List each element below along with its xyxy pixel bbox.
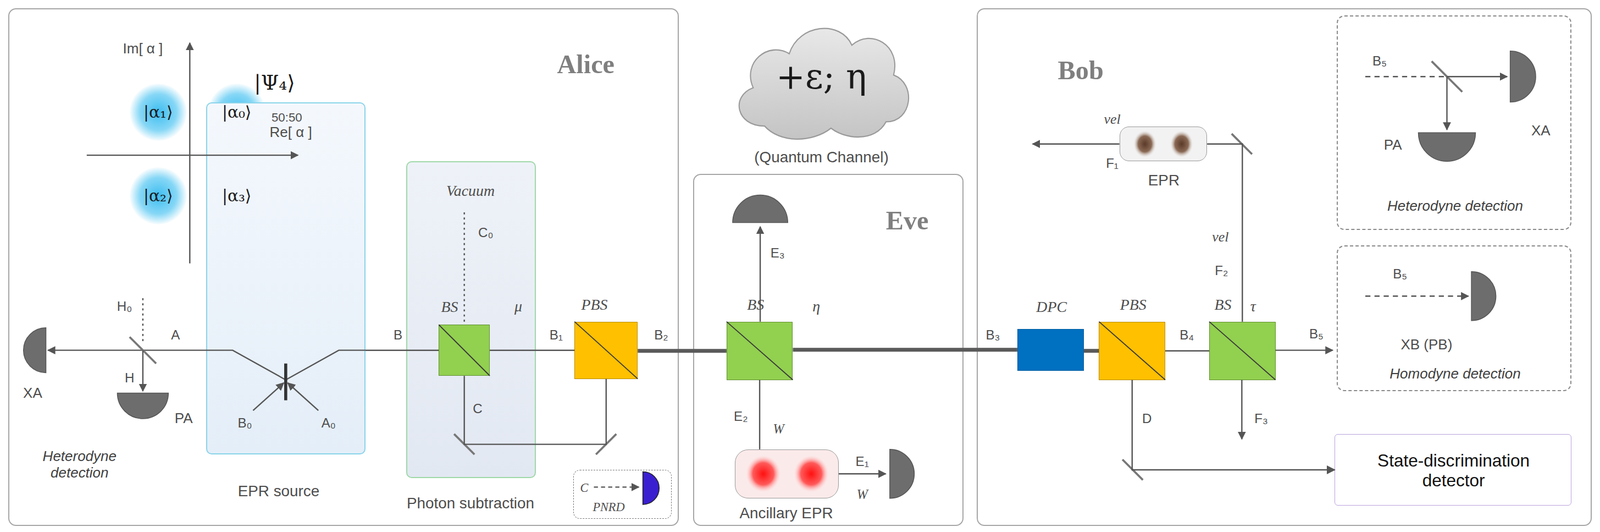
beam-path: [637, 348, 727, 353]
part-label: E₃: [770, 245, 785, 262]
beam-path: [793, 347, 1018, 352]
part-label: η: [812, 297, 821, 315]
node-text: BS: [746, 295, 764, 314]
part-label: H₀: [117, 298, 132, 314]
node-text: BS: [1214, 295, 1232, 314]
node-text: 50:50: [271, 110, 303, 125]
beam-label: B₂: [654, 327, 668, 343]
node-text: Heterodyne detection: [1387, 197, 1524, 215]
beam-label: F₂: [1214, 262, 1228, 279]
beam-path: [1132, 379, 1336, 470]
node-text: Photon subtraction: [406, 494, 535, 512]
node-text: EPR source: [237, 482, 320, 500]
node-text: Bob: [1058, 54, 1104, 86]
homodyne-detection-box: Homodyne detection: [1336, 245, 1572, 391]
coherent-state: |α₂⟩: [129, 167, 187, 225]
part-label: F₁: [1105, 155, 1119, 171]
part-label: vel: [1211, 228, 1229, 246]
photon-subtraction-box: VacuumPhoton subtractionBS: [406, 161, 536, 478]
node-text: C: [579, 480, 589, 495]
part-label: H: [124, 369, 135, 386]
part-label: W: [856, 486, 868, 502]
node-text: EPR: [1148, 171, 1180, 190]
beam-path: [489, 349, 575, 351]
beam-path: [1207, 144, 1243, 322]
part-label: Im[ α ]: [123, 40, 164, 58]
beam-label: C: [472, 400, 483, 417]
part-label: A: [170, 327, 180, 343]
node-text: +ε; η: [776, 56, 867, 97]
node-text: PBS: [581, 295, 608, 314]
part-label: XB (PB): [1400, 336, 1453, 354]
beam-label: D: [1142, 410, 1152, 426]
part-label: Re[ α ]: [269, 124, 313, 141]
node-text: |Ψ₄⟩: [253, 70, 295, 95]
node-text: Vacuum: [446, 181, 495, 200]
node-text: Alice: [557, 48, 616, 80]
beam-label: B₁: [549, 327, 563, 343]
node-text: |α₃⟩: [222, 186, 252, 206]
state-discrimination-box: State-discrimination detector: [1334, 433, 1572, 506]
node-text: Homodyne detection: [1389, 365, 1521, 382]
node-text: PNRD: [592, 499, 625, 514]
part-label: τ: [1250, 297, 1256, 315]
beam-label: E₂: [733, 408, 748, 425]
part-label: B₅: [1392, 266, 1408, 282]
part-label: PA: [174, 410, 193, 427]
node-text: (Quantum Channel): [754, 148, 889, 166]
beam-path: [1083, 348, 1100, 353]
part-label: B₀: [237, 414, 252, 431]
quantum-channel-cloud: +ε; η(Quantum Channel): [726, 15, 917, 143]
node-text: PBS: [1120, 295, 1147, 314]
beam-label: B: [393, 327, 403, 343]
part-label: A₀: [321, 414, 336, 431]
coherent-state: |α₁⟩: [129, 83, 187, 141]
bob-panel: BobDPC PBS BS EPR Heterodyne detectionHomody…: [976, 8, 1592, 526]
node-text: BS: [440, 297, 458, 316]
part-label: Heterodyne detection: [31, 447, 129, 481]
part-label: XA: [23, 384, 43, 402]
part-label: μ: [514, 297, 523, 315]
node-text: Ancillary EPR: [739, 504, 833, 522]
node-text: DPC: [1036, 297, 1067, 316]
beam-path: [759, 379, 761, 450]
epr-source: EPR: [1119, 126, 1208, 162]
node-text: State-discrimination detector: [1346, 450, 1561, 491]
node-text: |α₂⟩: [143, 186, 174, 206]
part-label: E₁: [855, 453, 869, 469]
part-label: C₀: [478, 224, 494, 241]
part-label: XA: [1531, 122, 1551, 140]
part-label: vel: [1103, 111, 1121, 128]
beam-label: B₃: [985, 327, 1000, 343]
beam-path: [1165, 350, 1210, 352]
node-text: |α₁⟩: [143, 102, 174, 122]
part-label: PA: [1383, 136, 1403, 154]
part-label: W: [772, 421, 784, 437]
part-label: B₅: [1372, 53, 1387, 70]
dpc-box: DPC: [1017, 328, 1084, 371]
node-text: Eve: [886, 205, 929, 236]
beam-label: B₄: [1179, 327, 1194, 343]
beam-path: [365, 349, 440, 351]
part-label: B₅: [1309, 325, 1324, 342]
part-label: F₃: [1254, 410, 1269, 426]
node-text: |α₀⟩: [222, 102, 252, 122]
